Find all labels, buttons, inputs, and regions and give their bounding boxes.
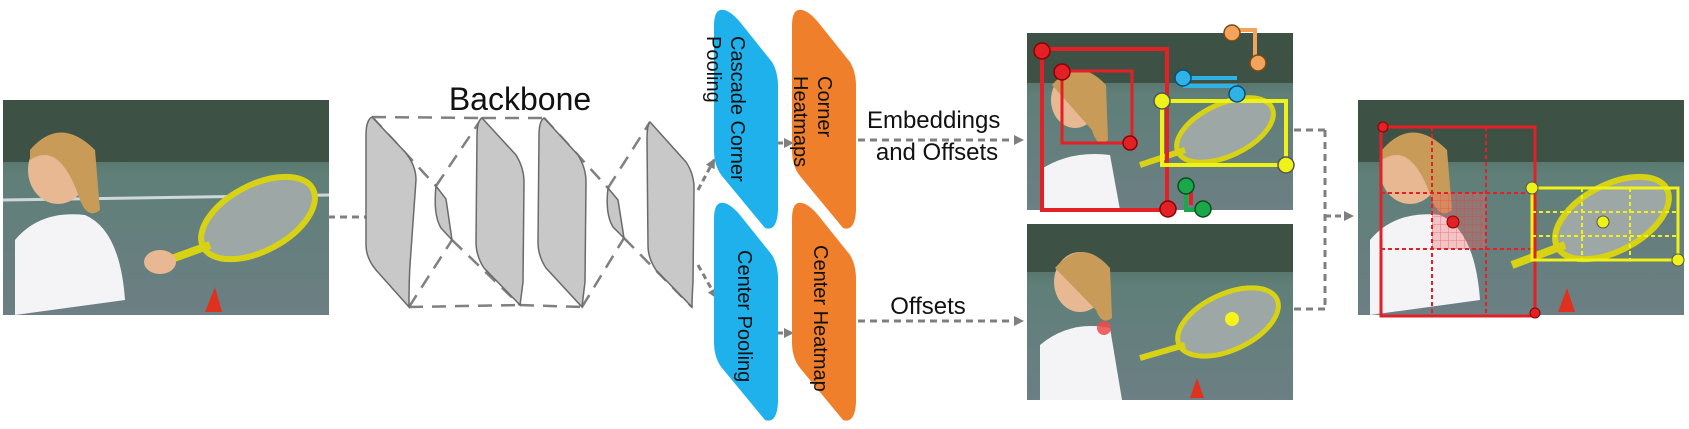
merge-connector: [1294, 128, 1327, 311]
backbone-layer-5: [606, 186, 626, 241]
input-photo: [2, 100, 330, 315]
center-heatmap-label: Center Heatmap: [809, 245, 831, 392]
backbone-layer-1: [365, 116, 417, 309]
corner-detection-photo: [1027, 24, 1295, 218]
arrow-to-corner-pooling: [696, 158, 716, 191]
offsets-label: Offsets: [890, 293, 966, 320]
center-pooling-block: Center Pooling: [714, 202, 778, 421]
backbone-title: Backbone: [449, 81, 591, 117]
corner-heatmaps-block: Corner Heatmaps: [789, 9, 856, 229]
center-pooling-label: Center Pooling: [733, 250, 755, 382]
arrow-to-center-pooling: [696, 264, 718, 299]
center-heatmap-block: Center Heatmap: [792, 202, 856, 421]
output-photo: [1358, 100, 1685, 319]
cascade-corner-pooling-label: Cascade Corner Pooling: [702, 36, 748, 187]
cascade-corner-pooling-block: Cascade Corner Pooling: [702, 9, 778, 229]
backbone-layer-2: [434, 184, 454, 243]
backbone: Backbone: [365, 81, 695, 309]
backbone-layer-3: [475, 117, 525, 307]
embeddings-offsets-label: Embeddings and Offsets: [867, 107, 1007, 166]
backbone-layer-4: [537, 117, 587, 309]
backbone-layer-6: [646, 120, 695, 309]
center-detection-photo: [1027, 224, 1293, 400]
corner-heatmaps-label: Corner Heatmaps: [789, 76, 835, 167]
